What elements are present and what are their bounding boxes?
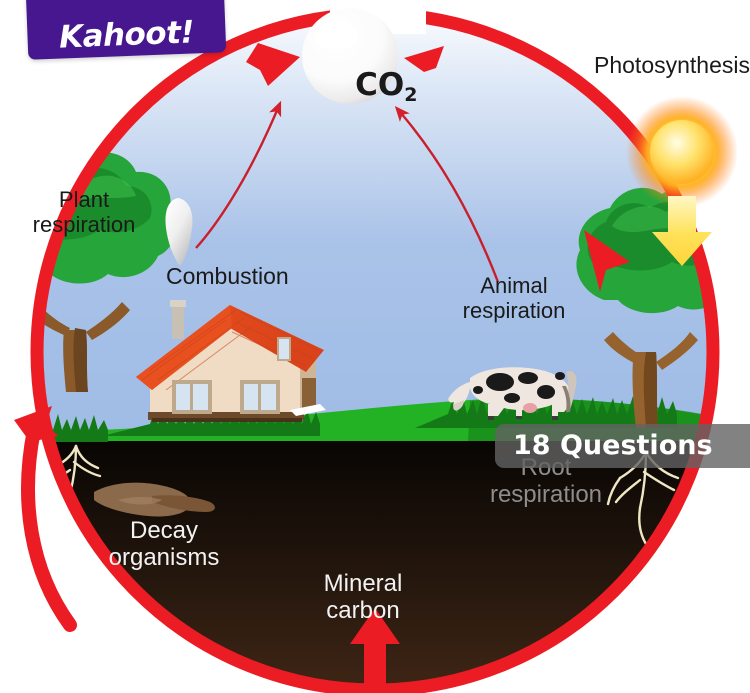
co2-molecule (302, 8, 398, 104)
label-decay-organisms: Decay organisms (108, 517, 220, 571)
questions-count-badge: 18 Questions (495, 424, 750, 468)
label-mineral-carbon: Mineral carbon (323, 570, 403, 624)
cow (448, 367, 577, 420)
co2-subscript: 2 (404, 83, 418, 106)
questions-count-label: 18 Questions (513, 430, 713, 461)
kahoot-logo-text: Kahoot! (58, 14, 195, 56)
animal-respiration-arrow (394, 105, 500, 283)
label-animal-respiration: Animal respiration (462, 273, 566, 323)
label-photosynthesis: Photosynthesis (594, 52, 750, 78)
combustion-arrow (195, 100, 282, 249)
label-co2: CO2 (355, 66, 418, 106)
kahoot-logo[interactable]: Kahoot! (25, 0, 227, 60)
label-combustion: Combustion (166, 263, 289, 289)
house (136, 300, 326, 422)
smoke-plume (165, 198, 193, 266)
decay-organism (94, 482, 215, 517)
label-plant-respiration: Plant respiration (32, 187, 136, 237)
sun (626, 96, 738, 208)
sunlight-arrow (652, 196, 712, 266)
